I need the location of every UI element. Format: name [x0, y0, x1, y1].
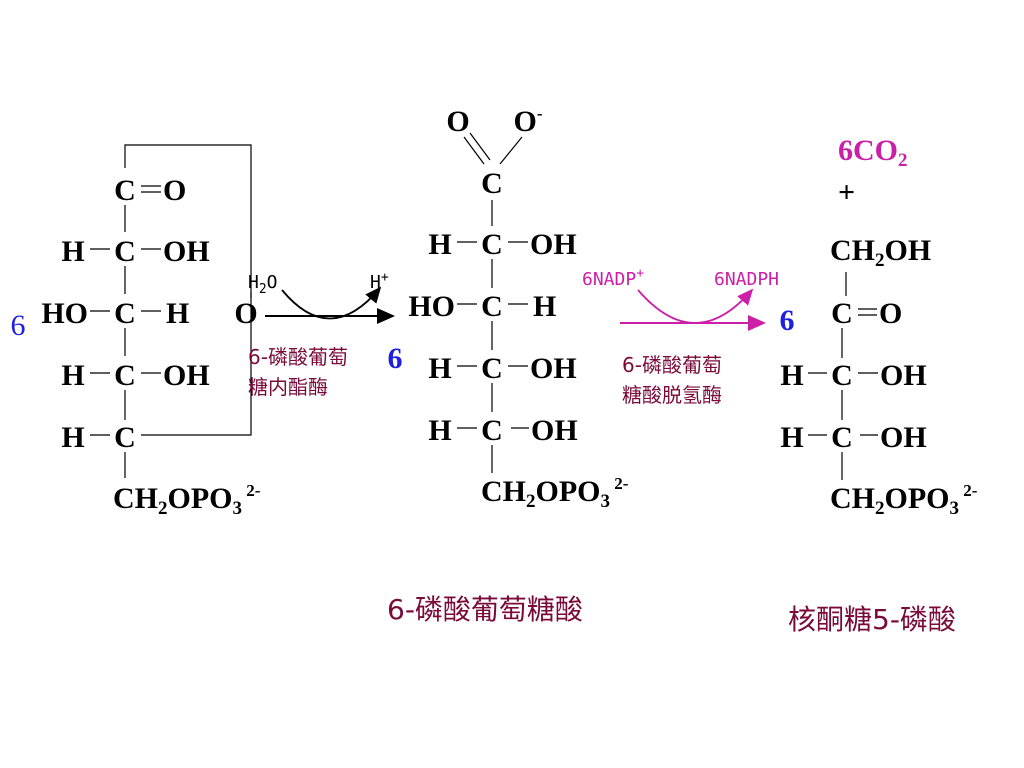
m3-oh3: OH [880, 359, 927, 392]
m1-coefficient: 6 [11, 309, 26, 342]
step1-curved-arrow [281, 286, 382, 320]
m3-ch2oh: CH2OH [830, 234, 931, 271]
m3-c4: C [831, 421, 853, 454]
m1-ho3: HO [41, 297, 88, 330]
m2-oh2: OH [530, 228, 577, 261]
reaction-step-1: H2O H+ 6-磷酸葡萄 糖内酯酶 [248, 270, 395, 399]
m3-co2: 6CO2 [838, 134, 908, 171]
m1-c1: C [114, 174, 136, 207]
m1-c4: C [114, 359, 136, 392]
m3-plus: + [838, 176, 855, 209]
m2-c5: C [481, 414, 503, 447]
molecule-ribulose-5-phosphate: 6CO2 + CH2OH C O H C OH H C OH CH2OPO3 2… [780, 134, 978, 636]
m2-phosphate-group: CH2OPO3 2- [481, 474, 629, 512]
molecule-6-phosphogluconate: 6 O O- C H C OH HO C H H C OH H C O [387, 104, 629, 626]
m3-oh4: OH [880, 421, 927, 454]
m3-c3: C [831, 359, 853, 392]
m1-phosphate-group: CH2OPO3 2- [113, 481, 261, 519]
m1-oh2: OH [163, 235, 210, 268]
step1-enzyme-line1: 6-磷酸葡萄 [248, 345, 348, 369]
m3-name: 核酮糖5-磷酸 [788, 603, 956, 636]
m1-ring-oxygen: O [234, 297, 257, 330]
m2-c3: C [481, 290, 503, 323]
ring-bracket [124, 144, 252, 436]
m1-oh4: OH [163, 359, 210, 392]
m2-ho3: HO [408, 290, 455, 323]
m2-oh5: OH [531, 414, 578, 447]
step2-curved-arrow [637, 288, 754, 324]
m2-h3: H [533, 290, 556, 323]
m2-h2: H [428, 228, 451, 261]
m1-c2: C [114, 235, 136, 268]
step1-enzyme-line2: 糖内酯酶 [248, 375, 328, 399]
m2-name: 6-磷酸葡萄糖酸 [387, 593, 583, 626]
m1-c3: C [114, 297, 136, 330]
step2-enzyme-line2: 糖酸脱氢酶 [622, 383, 722, 407]
m3-h3: H [780, 359, 803, 392]
m2-carboxyl-o: O [446, 105, 469, 138]
m1-o1: O [163, 174, 186, 207]
m2-c4: C [481, 352, 503, 385]
m2-double-bond-a [463, 136, 485, 165]
step1-proton: H+ [370, 270, 389, 293]
m2-single-bond-ominus [499, 136, 523, 165]
m1-h3: H [166, 297, 189, 330]
m2-carboxyl-o-minus: O- [513, 104, 542, 138]
m2-oh4: OH [530, 352, 577, 385]
m2-c2: C [481, 228, 503, 261]
m3-o2: O [879, 297, 902, 330]
m3-phosphate-group: CH2OPO3 2- [830, 481, 978, 519]
m1-h2: H [61, 235, 84, 268]
reaction-step-2: 6NADP+ 6NADPH 6-磷酸葡萄 糖酸脱氢酶 [582, 266, 779, 407]
m1-c5: C [114, 421, 136, 454]
m3-coefficient: 6 [780, 304, 795, 337]
m3-c2: C [831, 297, 853, 330]
step2-enzyme-line1: 6-磷酸葡萄 [622, 353, 722, 377]
m2-double-bond-b [469, 132, 491, 161]
step2-nadp: 6NADP+ [582, 266, 644, 290]
m2-h4: H [428, 352, 451, 385]
m2-coefficient: 6 [388, 342, 403, 375]
m3-h4: H [780, 421, 803, 454]
molecule-glucose-6-phosphate: C O H C OH HO C H H C OH H C CH2OPO3 2- [11, 144, 261, 519]
m1-h5: H [61, 421, 84, 454]
m2-c1: C [481, 167, 503, 200]
step2-nadph: 6NADPH [714, 269, 779, 290]
m1-h4: H [61, 359, 84, 392]
m2-h5: H [428, 414, 451, 447]
step1-water: H2O [248, 272, 278, 297]
